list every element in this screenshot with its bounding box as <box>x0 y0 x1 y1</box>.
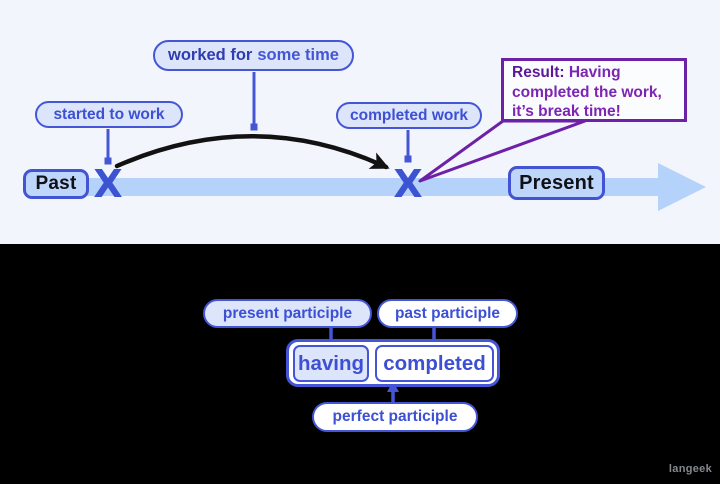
timeline-section: started to work worked for some time com… <box>0 0 720 244</box>
started-to-work-label: started to work <box>53 105 165 123</box>
present-participle-pill: present participle <box>203 299 372 328</box>
breakdown-arrow-stems <box>329 326 436 403</box>
past-label: Past <box>23 169 89 199</box>
duration-arc-arrow <box>114 134 390 170</box>
participle-breakdown-section: present participle past participle havin… <box>0 244 720 484</box>
result-text: Having completed the work, it’s break ti… <box>512 64 662 120</box>
some-time-label: some time <box>257 46 339 64</box>
completed-word-box: completed <box>375 345 494 382</box>
watermark-logo: langeek <box>668 463 712 475</box>
started-to-work-bubble: started to work <box>35 101 183 128</box>
worked-for-some-time-bubble: worked for some time <box>153 40 354 71</box>
timeline-arrow <box>30 163 706 211</box>
present-label: Present <box>508 166 605 200</box>
worked-for-label: worked for <box>168 46 253 64</box>
completed-work-label: completed work <box>350 106 468 124</box>
callout-connectors <box>106 72 410 161</box>
result-label: Result: <box>512 64 565 81</box>
past-participle-pill: past participle <box>377 299 518 328</box>
completed-event-x-marker: X <box>393 162 423 206</box>
completed-work-bubble: completed work <box>336 102 482 129</box>
connector-end-squares <box>104 123 412 165</box>
perfect-participle-pill: perfect participle <box>312 402 478 432</box>
result-speech-bubble: Result: Having completed the work, it’s … <box>501 58 687 122</box>
having-word-box: having <box>293 345 369 382</box>
past-event-x-marker: X <box>93 162 123 206</box>
